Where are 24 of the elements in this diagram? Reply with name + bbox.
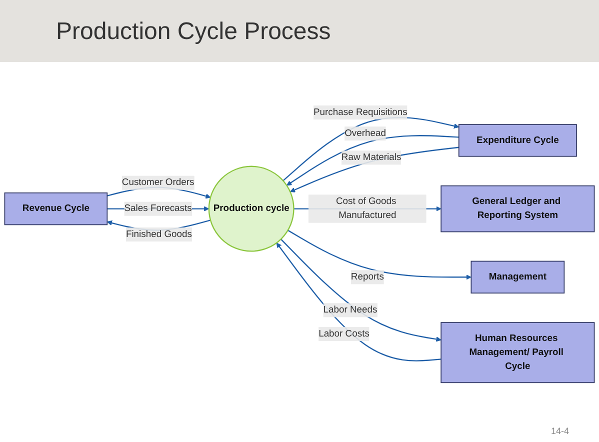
arrow [276,242,442,362]
node-circle: Production cycle [208,166,294,252]
arrow [286,135,459,186]
edge-label: Sales Forecasts [124,203,192,214]
edge-label: Purchase Requisitions [314,107,408,118]
edge-label: Overhead [344,128,386,138]
edge-label: Customer Orders [122,178,194,188]
edge-label: Cost of Goods Manufactured [336,196,396,221]
edge-label: Reports [350,272,384,282]
arrow [282,116,460,182]
slide-title: Production Cycle Process [0,0,599,62]
node-box: Revenue Cycle [4,192,108,226]
arrow [288,230,472,280]
node-box: Human Resources Management/ Payroll Cycle [440,322,595,384]
edge-label: Finished Goods [126,229,192,240]
page-number: 14-4 [550,426,569,436]
edge-label: Raw Materials [341,152,402,162]
arrow [280,238,442,342]
arrow [290,146,459,192]
node-box: Expenditure Cycle [458,124,577,157]
edge-label: Labor Needs [323,304,378,315]
edge-label: Labor Costs [318,328,370,339]
node-box: General Ledger and Reporting System [440,185,595,232]
node-box: Management [470,260,565,294]
